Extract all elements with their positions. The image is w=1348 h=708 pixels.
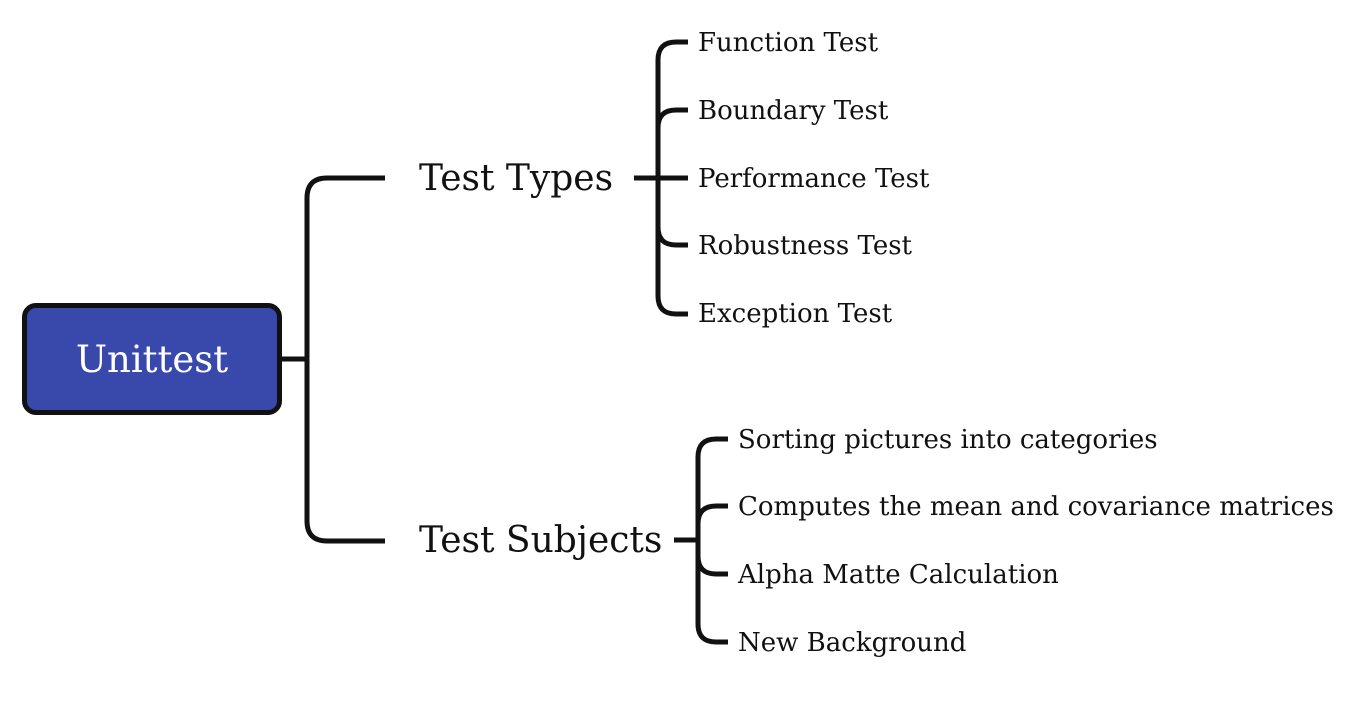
- leaf-mean-covariance[interactable]: Computes the mean and covariance matrice…: [738, 492, 1334, 522]
- mean-covariance-connector: [695, 503, 728, 525]
- leaf-new-background[interactable]: New Background: [738, 628, 967, 658]
- root-bracket-line: [304, 175, 385, 544]
- branch-test-subjects[interactable]: Test Subjects: [419, 520, 663, 561]
- branch-test-types[interactable]: Test Types: [419, 158, 614, 199]
- test-subjects-bracket-line: [695, 436, 728, 645]
- leaf-sorting-pictures[interactable]: Sorting pictures into categories: [738, 425, 1158, 455]
- leaf-performance-test[interactable]: Performance Test: [698, 164, 930, 194]
- function-boundary-connector: [655, 107, 688, 129]
- leaf-boundary-test[interactable]: Boundary Test: [698, 96, 889, 126]
- leaf-alpha-matte[interactable]: Alpha Matte Calculation: [738, 560, 1059, 590]
- root-node[interactable]: Unittest: [22, 303, 282, 415]
- leaf-function-test[interactable]: Function Test: [698, 28, 879, 58]
- root-label: Unittest: [75, 337, 229, 381]
- leaf-exception-test[interactable]: Exception Test: [698, 299, 893, 329]
- alpha-matte-connector: [695, 555, 728, 577]
- robustness-connector: [655, 226, 688, 248]
- leaf-robustness-test[interactable]: Robustness Test: [698, 231, 912, 261]
